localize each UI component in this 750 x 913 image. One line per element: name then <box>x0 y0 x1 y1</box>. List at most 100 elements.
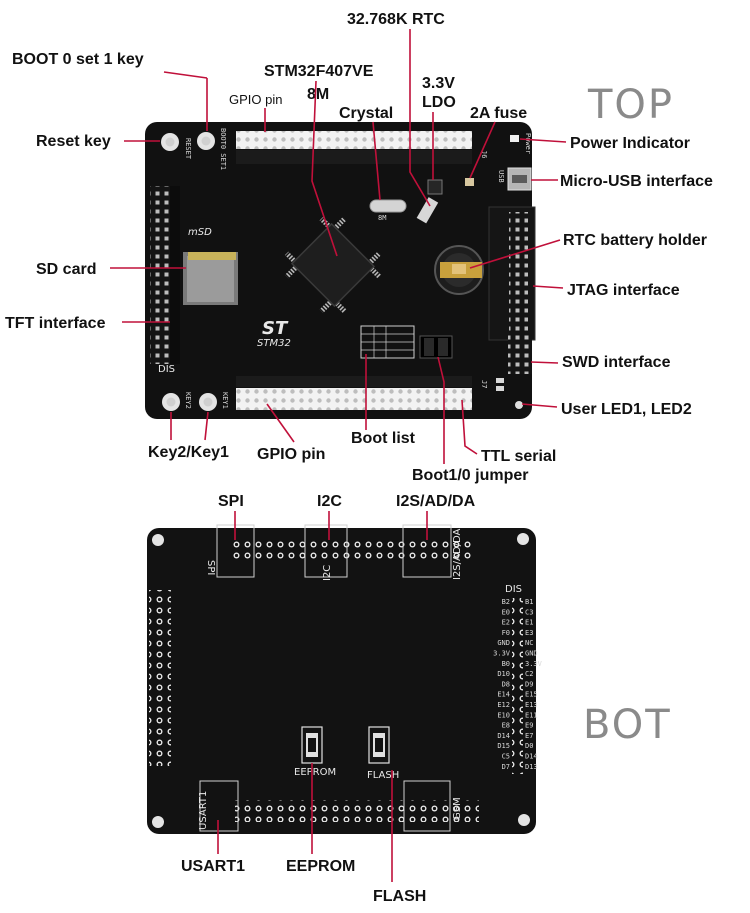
fuse <box>465 178 474 186</box>
dis-pin-label-left: E10 <box>497 711 510 719</box>
gpio-header-top <box>236 131 472 149</box>
stm32-mcu <box>284 216 382 314</box>
dis-pin-label-left: E14 <box>497 691 510 699</box>
i2c-silk: I2C <box>322 565 333 581</box>
dis-pin-label-left: C5 <box>502 753 510 761</box>
callout-usart1: USART1 <box>181 858 245 875</box>
j7-silk: J7 <box>480 380 488 388</box>
dis-pin-label-right: E3 <box>525 629 533 637</box>
spi-silk: SPI <box>205 560 216 575</box>
dis-pin-label-right: E9 <box>525 722 533 730</box>
i2s-silk: I2S/AD/DA <box>452 529 463 580</box>
callout-jtag: JTAG interface <box>567 282 680 299</box>
dis-pin-label-left: 3.3V <box>493 650 511 658</box>
dis-silk: DIS <box>158 364 175 375</box>
bottom-leader-lines <box>217 511 428 882</box>
usb-silk: USB <box>497 170 505 183</box>
i2c-silk-block <box>304 524 348 578</box>
top-leader-lines <box>110 29 567 464</box>
dis-pin-label-left: B2 <box>502 598 510 606</box>
gsm-silk: GSM <box>452 797 463 820</box>
dis-pin-label-left: E8 <box>502 722 510 730</box>
callout-gpio-bottom: GPIO pin <box>257 446 325 463</box>
bottom-hole-row-top <box>230 537 474 559</box>
dis-pin-label-right: C2 <box>525 670 533 678</box>
dis-pin-label-left: GND <box>497 639 510 647</box>
rtc-crystal <box>416 197 439 224</box>
top-side-label: TOP <box>587 82 674 128</box>
dis-pin-label-left: D14 <box>497 732 510 740</box>
crystal-silk: 8M <box>378 214 386 222</box>
callout-ldo-1: 3.3V <box>422 75 455 92</box>
power-silk: Power <box>524 133 532 154</box>
callout-flash: FLASH <box>373 888 426 905</box>
callout-keys: Key2/Key1 <box>148 444 229 461</box>
bottom-side-label: BOT <box>583 702 672 748</box>
dis-pin-label-left: F0 <box>502 629 510 637</box>
boot-silk: BOOT0 SET1 <box>219 128 227 170</box>
callout-spi: SPI <box>218 493 244 510</box>
usart1-silk: USART1 <box>198 791 209 830</box>
callout-micro-usb: Micro-USB interface <box>560 173 713 190</box>
bottom-hole-row-bottom <box>235 800 479 822</box>
callout-tft: TFT interface <box>5 315 106 332</box>
key1-silk: KEY1 <box>221 392 229 409</box>
dis-pin-label-right: GND <box>525 650 538 658</box>
st-logo: ST <box>262 318 289 339</box>
power-led <box>510 135 519 142</box>
dis-pin-labels-right: B1C3E1E3NCGND3.3VC2D9E15E13E11E9E7D0D14D… <box>525 598 543 771</box>
usart1-silk-block <box>199 780 239 832</box>
bottom-hole-col-right <box>512 598 523 774</box>
dis-pin-label-right: E7 <box>525 732 533 740</box>
key2-silk: KEY2 <box>184 392 192 409</box>
dis-pin-label-left: E0 <box>502 608 510 616</box>
callout-crystal-1: 8M <box>307 86 329 103</box>
mount-hole <box>515 401 523 409</box>
callout-fuse: 2A fuse <box>470 105 527 122</box>
msd-silk: mSD <box>188 227 212 238</box>
user-led-1 <box>496 378 504 383</box>
stm32-silk: STM32 <box>257 338 291 349</box>
callout-i2c: I2C <box>317 493 342 510</box>
callout-i2s: I2S/AD/DA <box>396 493 476 510</box>
callout-swd: SWD interface <box>562 354 671 371</box>
callout-power-indicator: Power Indicator <box>570 135 690 152</box>
callout-reset-key: Reset key <box>36 133 111 150</box>
j6-silk: J6 <box>480 150 488 158</box>
crystal-8m <box>369 199 407 213</box>
dis-pin-label-left: E2 <box>502 619 510 627</box>
callout-ttl-serial: TTL serial <box>481 448 556 465</box>
flash-silk: FLASH <box>367 770 399 781</box>
dis-pin-label-left: D7 <box>502 763 510 771</box>
top-board: RESET BOOT0 SET1 KEY2 KEY1 DIS mSD ST ST… <box>145 122 536 419</box>
callout-user-led: User LED1, LED2 <box>561 401 692 418</box>
callout-boot-jumper: Boot1/0 jumper <box>412 467 528 484</box>
dis-pin-label-right: D13 <box>525 763 538 771</box>
flash-chip <box>368 726 390 764</box>
bottom-board: SPI I2C I2S/AD/DA DIS B2E0E2F0GND3.3VB0D… <box>147 524 543 834</box>
dis-pin-label-right: E1 <box>525 619 533 627</box>
dis-pin-label-left: D15 <box>497 742 510 750</box>
dis-pin-label-right: NC <box>525 639 533 647</box>
gsm-silk-block <box>403 780 451 832</box>
callout-boot-list: Boot list <box>351 430 416 447</box>
dis-pin-label-right: B1 <box>525 598 533 606</box>
dis-pin-label-right: E13 <box>525 701 538 709</box>
dis-bottom-silk: DIS <box>505 584 522 595</box>
eeprom-silk: EEPROM <box>294 767 336 778</box>
callout-mcu: STM32F407VE <box>264 63 374 80</box>
bottom-hole-col-left <box>149 590 171 766</box>
dis-pin-labels-left: B2E0E2F0GND3.3VB0D10D8E14E12E10E8D14D15C… <box>493 598 511 771</box>
dis-pin-label-right: E11 <box>525 711 538 719</box>
dis-pin-label-right: D0 <box>525 742 533 750</box>
reset-silk: RESET <box>184 138 192 160</box>
callout-rtc-battery: RTC battery holder <box>563 232 707 249</box>
bottom-pcb <box>147 528 536 834</box>
dis-pin-label-right: E15 <box>525 691 538 699</box>
callout-boot-key: BOOT 0 set 1 key <box>12 51 144 68</box>
callout-eeprom: EEPROM <box>286 858 355 875</box>
dis-pin-label-right: C3 <box>525 608 533 616</box>
swd-header <box>508 334 532 374</box>
user-led-2 <box>496 386 504 391</box>
